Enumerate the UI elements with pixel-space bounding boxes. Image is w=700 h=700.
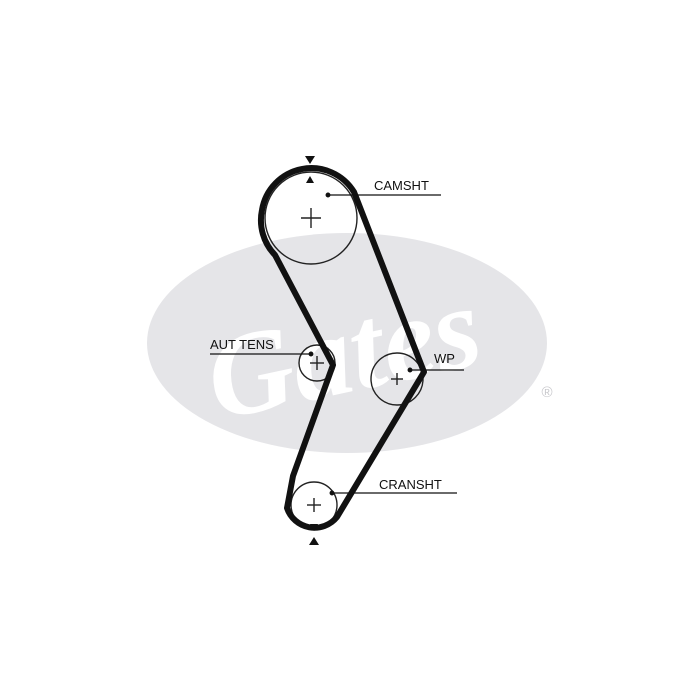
camshaft-pulley bbox=[264, 171, 358, 265]
camshaft-center-mark bbox=[301, 208, 321, 228]
water-pump-center-mark bbox=[391, 373, 403, 385]
cransht-leader-dot bbox=[329, 490, 335, 496]
wp-leader-dot bbox=[407, 367, 413, 373]
watermark-registered-mark: ® bbox=[541, 384, 552, 401]
timing-marks bbox=[305, 156, 319, 545]
crankshaft-timing-mark-inner bbox=[310, 524, 318, 531]
pulley-centers bbox=[301, 208, 403, 512]
timing-belt bbox=[257, 165, 427, 531]
camsht-leader-dot bbox=[325, 192, 331, 198]
labels: CAMSHT AUT TENS WP CRANSHT bbox=[210, 178, 455, 492]
watermark-ellipse bbox=[147, 233, 547, 453]
label-aut-tens: AUT TENS bbox=[210, 337, 274, 352]
label-camsht: CAMSHT bbox=[374, 178, 429, 193]
camshaft-timing-mark-top bbox=[305, 156, 315, 164]
leader-lines bbox=[210, 192, 464, 496]
label-wp: WP bbox=[434, 351, 455, 366]
crankshaft-timing-mark-bottom bbox=[309, 537, 319, 545]
camshaft-timing-mark-inner bbox=[306, 176, 314, 183]
tensioner-center-mark bbox=[310, 356, 324, 370]
aut-tens-leader-dot bbox=[308, 351, 314, 357]
gates-watermark: Gates ® bbox=[147, 233, 553, 453]
label-cransht: CRANSHT bbox=[379, 477, 442, 492]
crankshaft-center-mark bbox=[307, 498, 321, 512]
